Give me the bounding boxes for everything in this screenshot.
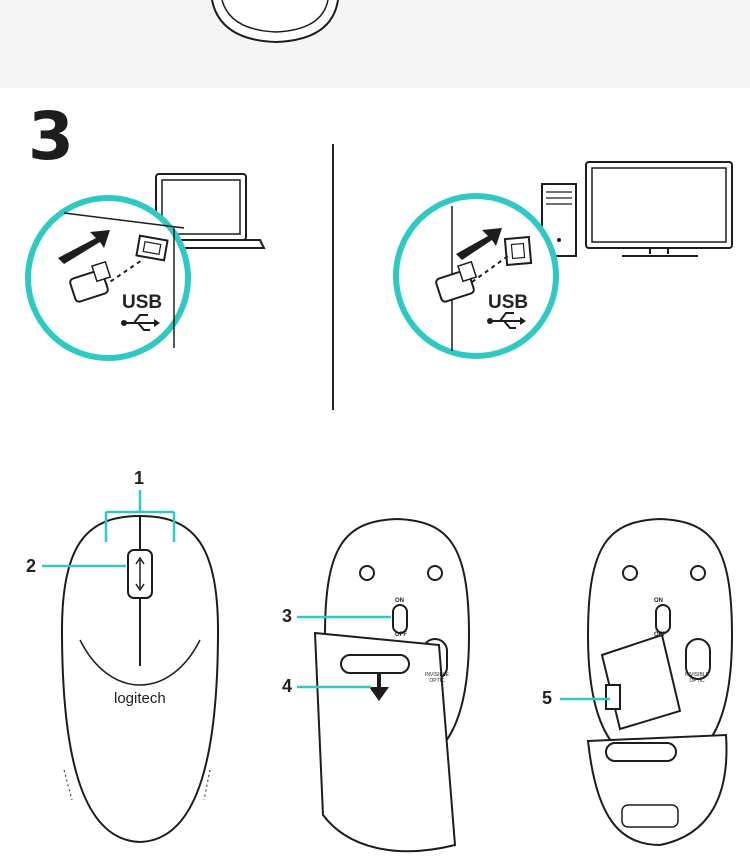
- mouse-underside-view: [297, 517, 471, 853]
- sensor-text: INVISIBLE OPTIC: [425, 672, 449, 684]
- switch-off-label: OFF: [395, 632, 407, 638]
- divider: [332, 144, 334, 410]
- switch-off-label-2: OFF: [654, 632, 666, 638]
- callout-2: 2: [26, 556, 37, 576]
- usb-label-right: USB: [488, 292, 529, 313]
- switch-on-label: ON: [395, 598, 404, 604]
- switch-on-label-2: ON: [654, 598, 663, 604]
- usb-label-left: USB: [122, 292, 163, 313]
- desktop-usb-illustration: [393, 161, 733, 359]
- mouse-battery-view: [560, 517, 734, 847]
- callout-1: 1: [134, 468, 145, 488]
- callout-5: 5: [542, 688, 553, 708]
- sensor-text-2: INVISIBLE OPTIC: [685, 672, 709, 684]
- step-number: 3: [28, 98, 74, 175]
- callout-3: 3: [282, 606, 293, 626]
- laptop-usb-illustration: [25, 173, 266, 361]
- callout-4: 4: [282, 676, 293, 696]
- top-band: [0, 0, 750, 88]
- logitech-logo: logitech: [114, 690, 166, 707]
- mouse-top-view: [42, 490, 220, 844]
- receiver-cap-illustration: [211, 0, 339, 44]
